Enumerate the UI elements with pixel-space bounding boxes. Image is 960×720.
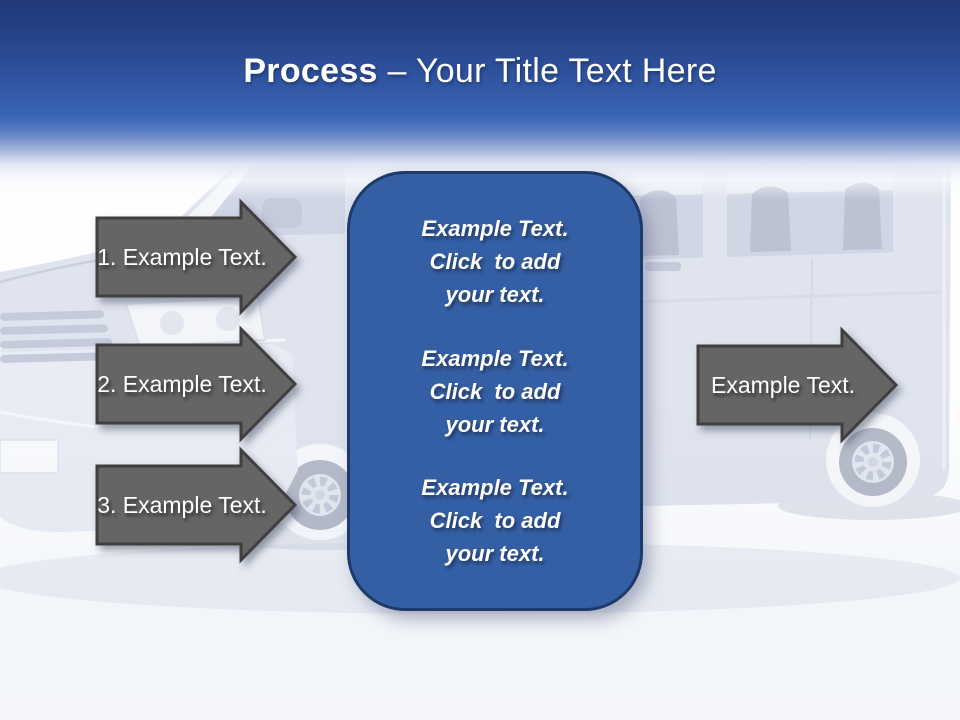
title-rest: – Your Title Text Here (377, 52, 717, 90)
arrow-right-shape-icon (95, 325, 298, 443)
panel-text-line: your text. (445, 540, 545, 566)
arrow-right-shape-icon (95, 446, 298, 564)
output-arrow[interactable]: Example Text. (696, 326, 900, 444)
process-arrow-1-label: 1. Example Text. (97, 243, 267, 270)
panel-text-line: your text. (445, 411, 545, 437)
process-arrow-3[interactable]: 3. Example Text. (95, 446, 299, 564)
panel-text-line: Example Text. (421, 216, 569, 242)
process-arrow-1[interactable]: 1. Example Text. (95, 198, 299, 316)
content-panel[interactable]: Example Text. Click to add your text. Ex… (347, 171, 643, 611)
panel-text-line: your text. (445, 282, 545, 308)
panel-text-line: Click to add (429, 507, 561, 533)
panel-text-line: Example Text. (421, 345, 569, 371)
process-arrow-3-label: 3. Example Text. (97, 491, 267, 518)
output-arrow-label: Example Text. (710, 371, 856, 398)
panel-text-block-2[interactable]: Example Text. Click to add your text. (356, 342, 634, 441)
panel-text-line: Click to add (429, 378, 561, 404)
panel-text-block-3[interactable]: Example Text. Click to add your text. (356, 471, 634, 570)
title-emphasis: Process (243, 52, 378, 90)
process-arrow-2-label: 2. Example Text. (97, 370, 267, 397)
process-arrow-2[interactable]: 2. Example Text. (95, 325, 299, 443)
panel-text-line: Example Text. (421, 474, 569, 500)
arrow-right-shape-icon (95, 198, 298, 316)
van-license-plate (0, 439, 59, 474)
panel-text-line: Click to add (429, 249, 561, 275)
van-rear-wheel (826, 413, 920, 507)
arrow-right-shape-icon (696, 326, 899, 444)
slide-title[interactable]: Process – Your Title Text Here (0, 52, 960, 91)
van-grille (0, 310, 117, 363)
panel-text-block-1[interactable]: Example Text. Click to add your text. (356, 212, 634, 311)
